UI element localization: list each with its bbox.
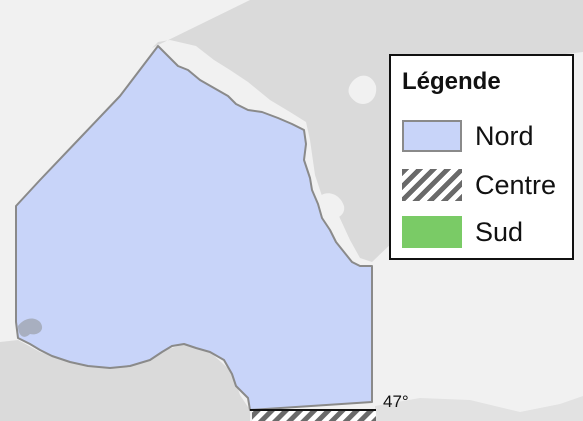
legend-swatch-sud [402,216,462,248]
legend-swatch-nord [402,120,462,152]
latitude-label: 47° [383,392,409,411]
legend-label-sud: Sud [475,217,524,247]
region-nord[interactable] [15,45,373,411]
lake-detail [18,318,43,337]
legend-item-nord[interactable]: Nord [402,120,572,154]
legend-item-sud[interactable]: Sud [402,216,572,250]
legend-swatch-centre [402,169,462,201]
legend-label-nord: Nord [475,121,534,151]
region-centre[interactable] [252,410,376,421]
island [348,75,377,105]
legend-label-centre: Centre [475,170,557,200]
water-lake-east [375,396,583,421]
legend-item-centre[interactable]: Centre [402,169,572,203]
legend-title: Légende [402,68,501,95]
island [318,193,345,219]
legend: Légende Nord Centre Sud [389,54,574,260]
